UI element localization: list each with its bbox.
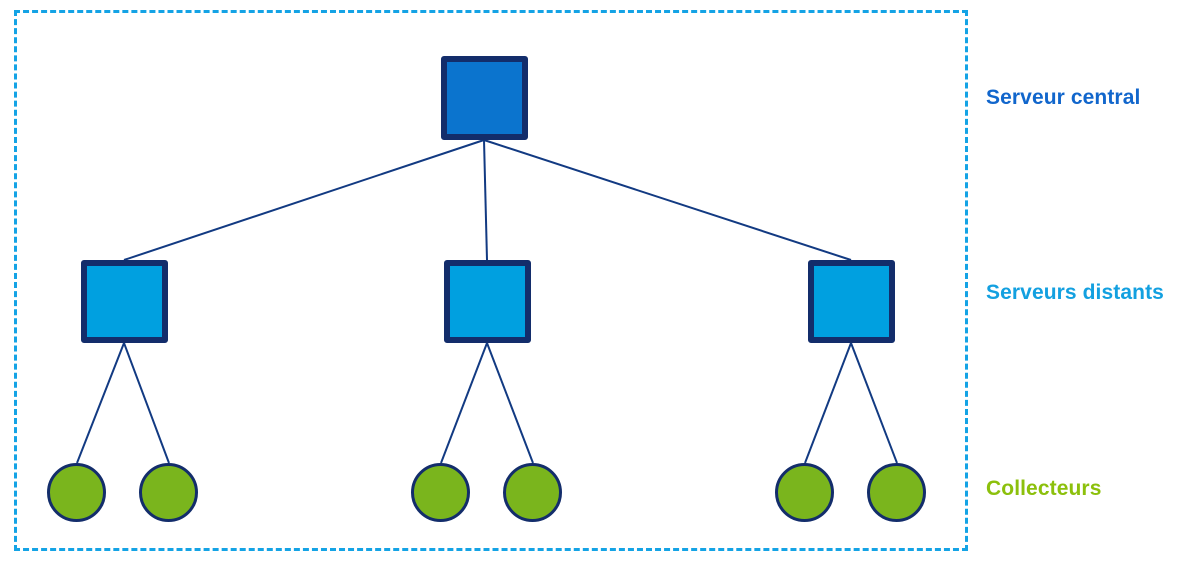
collector-4[interactable] [503,463,562,522]
central-server[interactable] [441,56,528,140]
remote-server-1[interactable] [81,260,168,343]
legend-label-serveurs-distants: Serveurs distants [986,281,1164,304]
legend-label-serveur-central: Serveur central [986,86,1141,109]
collector-1[interactable] [47,463,106,522]
legend-label-collecteurs: Collecteurs [986,477,1102,500]
diagram-boundary-box [14,10,968,551]
collector-3[interactable] [411,463,470,522]
remote-server-3[interactable] [808,260,895,343]
collector-5[interactable] [775,463,834,522]
collector-2[interactable] [139,463,198,522]
remote-server-2[interactable] [444,260,531,343]
collector-6[interactable] [867,463,926,522]
